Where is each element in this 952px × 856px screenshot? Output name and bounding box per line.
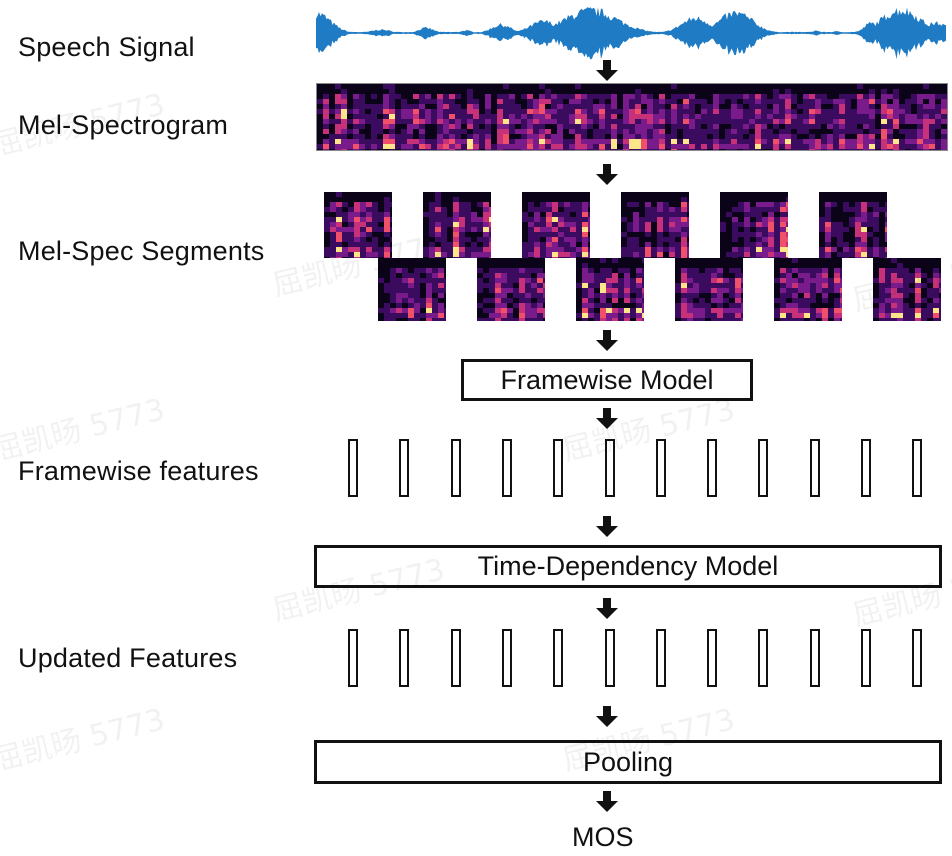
feature-vector (348, 629, 358, 687)
pooling-block: Pooling (314, 740, 942, 784)
feature-vector (912, 439, 923, 497)
mel-spectrogram-label: Mel-Spectrogram (18, 110, 229, 140)
mel-spectrogram-image (316, 83, 948, 151)
arrow-down-icon (596, 164, 618, 186)
feature-vector (655, 439, 666, 497)
feature-vector (450, 439, 461, 497)
feature-vector (861, 439, 871, 497)
framewise-model-block: Framewise Model (461, 359, 753, 401)
pooling-label: Pooling (582, 746, 674, 777)
mel-spec-segment (324, 192, 392, 258)
mel-spec-segment (675, 258, 743, 324)
mel-spec-segment (720, 192, 788, 258)
mel-spec-segment (576, 258, 644, 324)
feature-vector (758, 629, 769, 687)
arrow-down-icon (596, 330, 618, 352)
mel-spec-segment (477, 258, 545, 324)
mel-spec-segment (378, 258, 446, 324)
arrow-down-icon (596, 791, 618, 813)
feature-vector (348, 439, 358, 497)
time-dependency-model-label: Time-Dependency Model (477, 551, 779, 581)
feature-vector (655, 629, 666, 687)
updated-features-label: Updated Features (18, 643, 238, 673)
mel-spec-segment (621, 192, 689, 258)
feature-vector (553, 439, 564, 497)
feature-vector (501, 439, 512, 497)
mos-output-label: MOS (572, 822, 634, 852)
time-dependency-model-block: Time-Dependency Model (314, 545, 942, 588)
waveform-trace (316, 7, 946, 60)
mel-spec-segment (873, 258, 941, 324)
mel-spec-segment (819, 192, 887, 258)
arrow-down-icon (596, 706, 618, 728)
framewise-model-label: Framewise Model (500, 364, 714, 395)
feature-vector (399, 629, 410, 687)
feature-vector (758, 439, 769, 497)
mel-spec-segment (522, 192, 590, 258)
framewise-features-label: Framewise features (18, 456, 259, 486)
feature-vector (501, 629, 512, 687)
feature-vector (912, 629, 923, 687)
arrow-down-icon (596, 408, 618, 430)
feature-vector (553, 629, 564, 687)
mel-spec-segment (774, 258, 842, 324)
feature-vector (450, 629, 461, 687)
speech-waveform (316, 7, 946, 60)
feature-vector (861, 629, 871, 687)
feature-vector (809, 629, 820, 687)
feature-vector (604, 439, 615, 497)
arrow-down-icon (596, 516, 618, 538)
watermark: 屈凯旸 5773 (0, 702, 169, 779)
feature-vector (604, 629, 615, 687)
feature-vector (707, 629, 718, 687)
speech-signal-label: Speech Signal (18, 32, 195, 62)
feature-vector (809, 439, 820, 497)
mel-spec-segment (423, 192, 491, 258)
feature-vector (399, 439, 410, 497)
feature-vector (707, 439, 718, 497)
arrow-down-icon (596, 60, 618, 82)
arrow-down-icon (596, 598, 618, 620)
mel-spec-segments-label: Mel-Spec Segments (18, 236, 265, 266)
